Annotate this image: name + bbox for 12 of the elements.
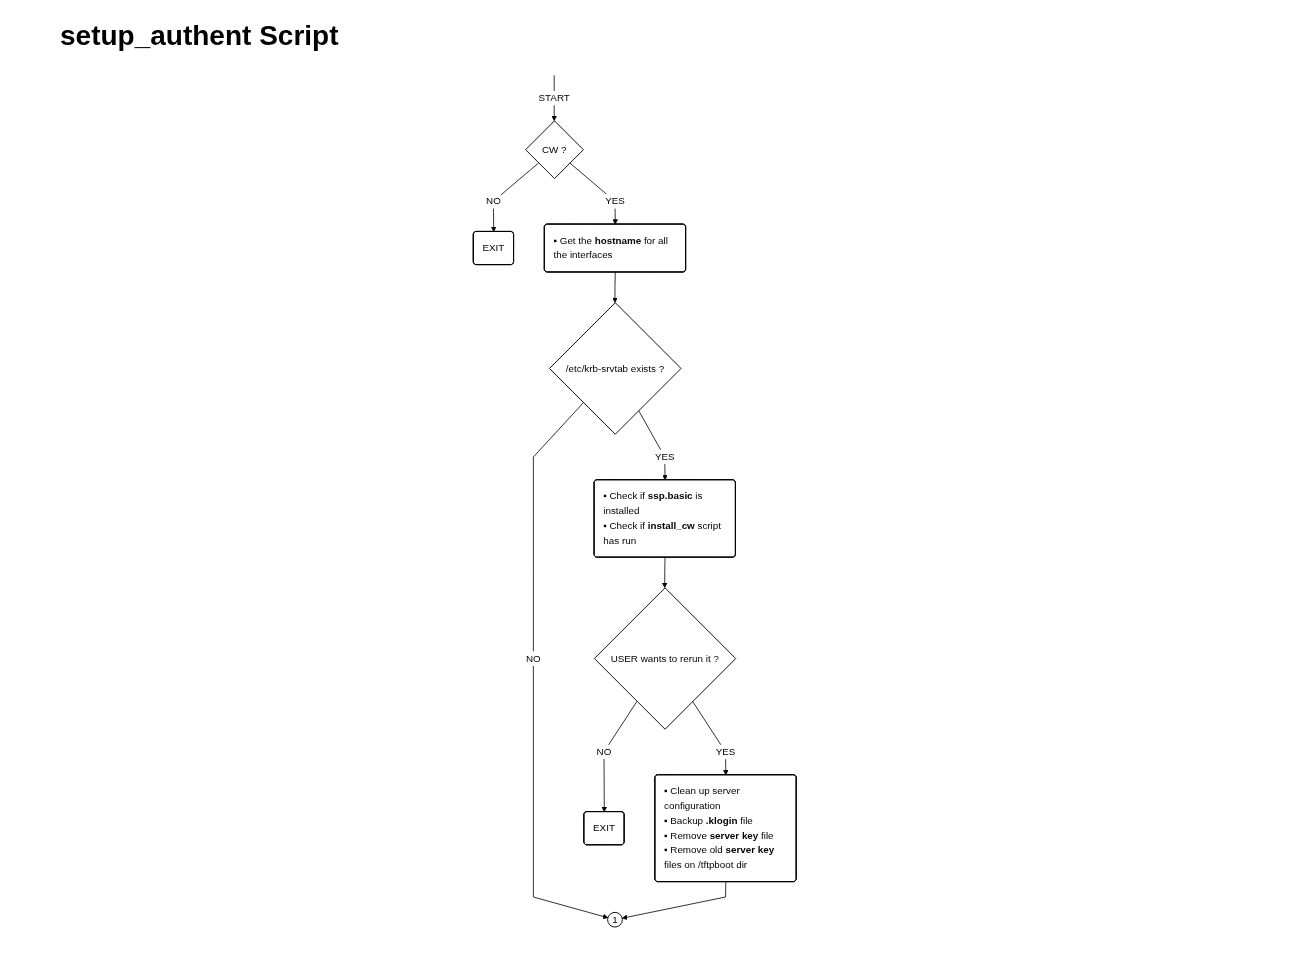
node-circle: 1 (607, 911, 624, 928)
edge-label: NO (526, 653, 542, 664)
node-diamond: /etc/krb-srvtab exists ? (549, 302, 682, 435)
edge-label: START (538, 92, 571, 103)
edge-label: YES (715, 746, 736, 757)
edge-label: YES (655, 451, 675, 462)
edge-label: NO (596, 746, 612, 757)
node-diamond: USER wants to rerun it ? (594, 587, 737, 730)
diagram-title: setup_authent Script (60, 20, 340, 52)
node-diamond: CW ? (525, 120, 585, 180)
edge-label: YES (605, 195, 626, 207)
edge-label: NO (486, 195, 502, 207)
